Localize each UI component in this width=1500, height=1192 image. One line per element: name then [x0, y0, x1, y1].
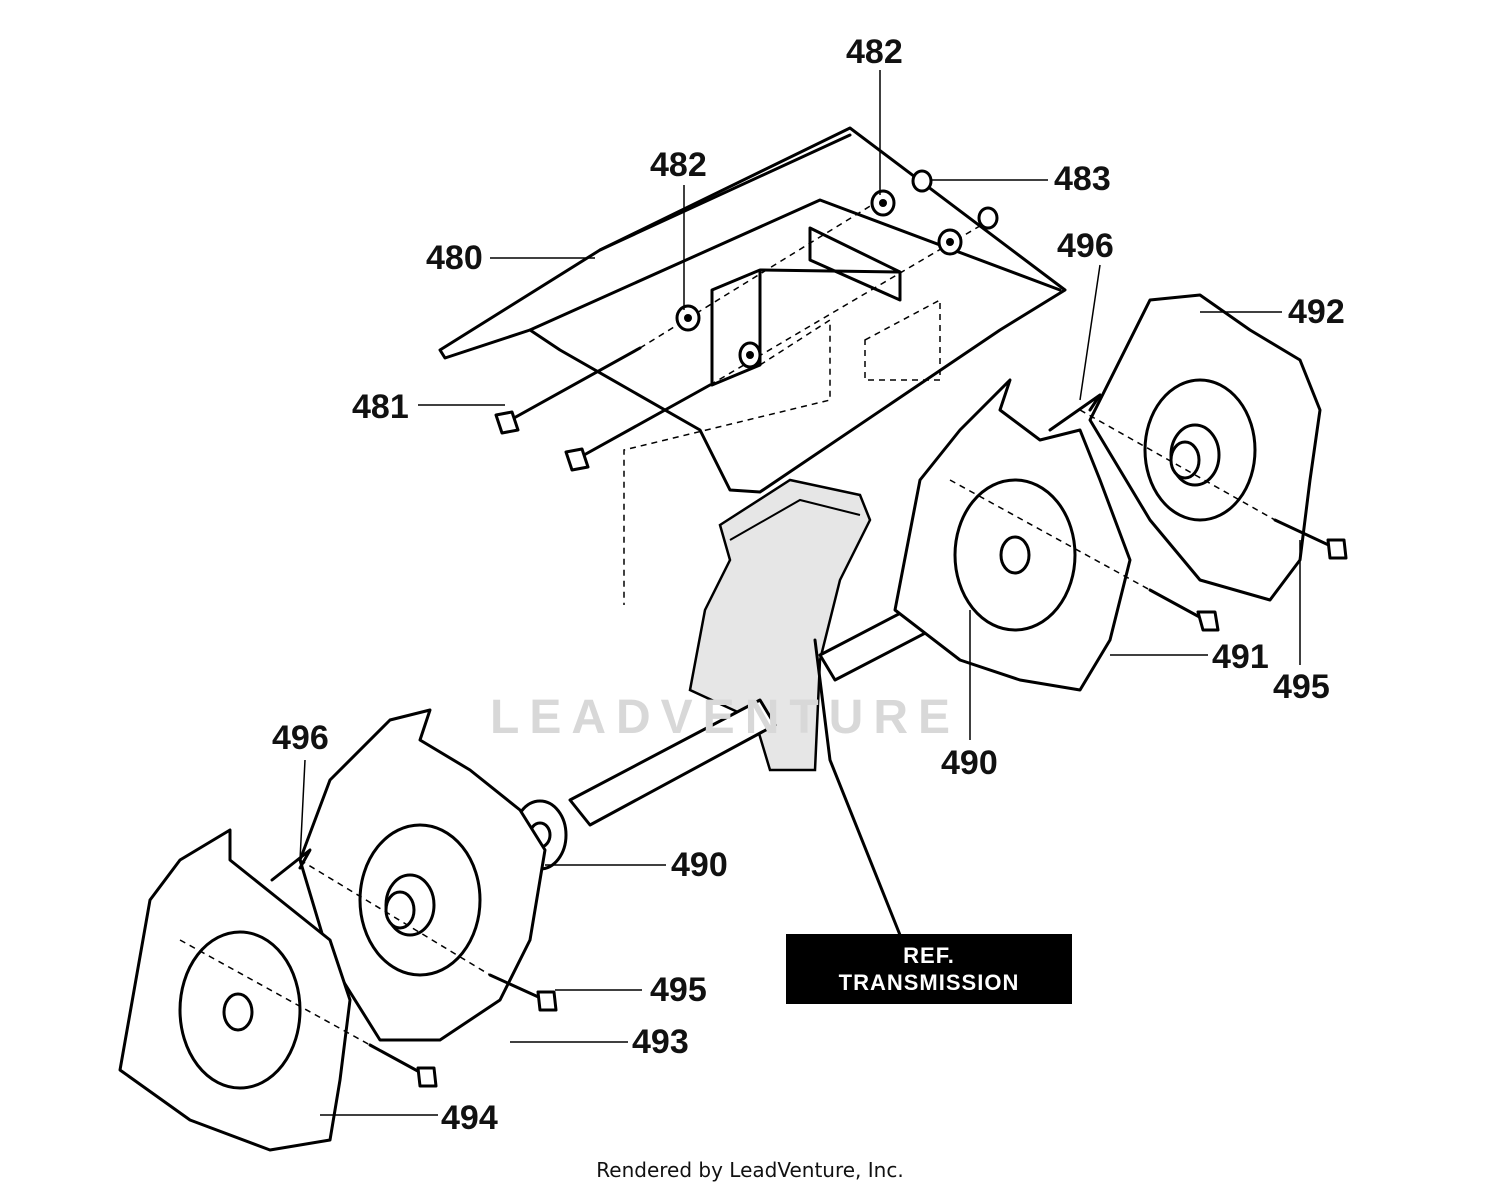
right-tine-assembly [893, 293, 1348, 692]
part-label-495: 495 [1273, 668, 1330, 706]
part-label-480: 480 [426, 239, 483, 277]
part-label-490: 490 [671, 846, 728, 884]
transmission-housing [688, 478, 902, 937]
part-label-483: 483 [1054, 160, 1111, 198]
left-tine-assembly [118, 708, 558, 1152]
part-label-481: 481 [352, 388, 409, 426]
footer-credit: Rendered by LeadVenture, Inc. [596, 1158, 904, 1182]
washers-and-nuts [675, 169, 999, 369]
reference-callout: REF. TRANSMISSION [786, 934, 1072, 1004]
part-label-482: 482 [650, 146, 707, 184]
part-label-492: 492 [1288, 293, 1345, 331]
part-label-482: 482 [846, 33, 903, 71]
part-label-490: 490 [941, 744, 998, 782]
leader-lines [299, 70, 1301, 1116]
part-label-493: 493 [632, 1023, 689, 1061]
part-label-494: 494 [441, 1099, 498, 1137]
part-label-491: 491 [1212, 638, 1269, 676]
part-label-496: 496 [1057, 227, 1114, 265]
part-label-495: 495 [650, 971, 707, 1009]
part-label-496: 496 [272, 719, 329, 757]
reference-line-2: TRANSMISSION [838, 970, 1020, 995]
reference-line-1: REF. [903, 942, 955, 968]
hairpin-clips [270, 393, 1102, 882]
